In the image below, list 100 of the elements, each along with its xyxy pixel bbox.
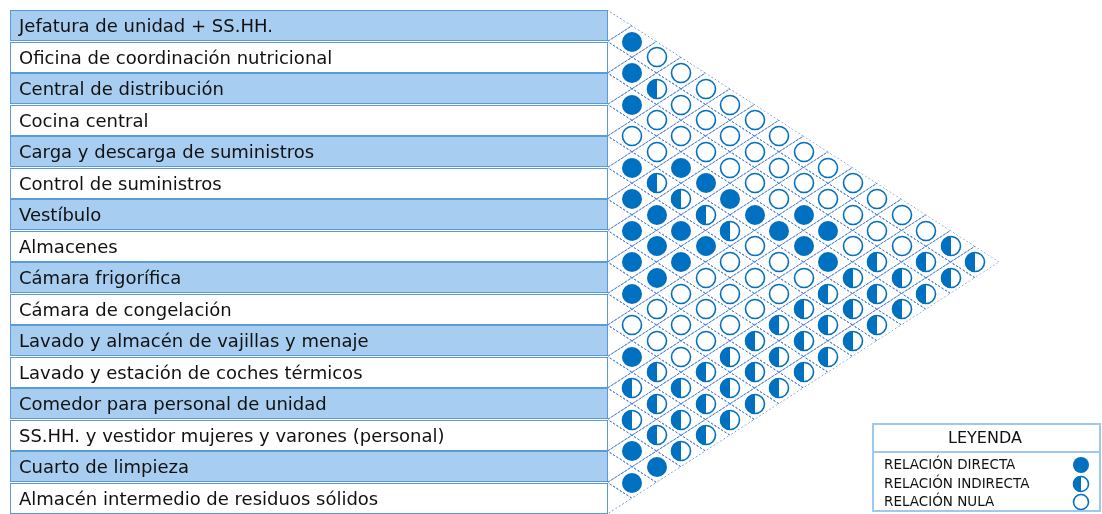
space-name-row: Lavado y almacén de vajillas y menaje: [10, 325, 608, 356]
full-circle-icon: [670, 251, 692, 273]
half-circle-icon: [694, 424, 717, 447]
full-circle-icon: [621, 282, 643, 305]
empty-circle-icon: [719, 282, 741, 305]
full-circle-icon: [621, 345, 643, 368]
empty-circle-icon: [694, 77, 717, 100]
half-circle-icon: [817, 314, 839, 336]
empty-circle-icon: [743, 235, 766, 258]
empty-circle-icon: [694, 329, 717, 352]
half-circle-icon: [841, 298, 864, 321]
space-name-row: Cocina central: [10, 104, 608, 136]
empty-circle-icon: [817, 188, 839, 210]
half-circle-icon: [939, 266, 962, 289]
empty-circle-icon: [817, 156, 839, 179]
half-circle-icon: [645, 172, 668, 195]
space-name-row: Carga y descarga de suministros: [10, 136, 608, 167]
full-circle-icon: [621, 188, 643, 210]
half-circle-icon: [719, 219, 741, 242]
full-circle-icon: [621, 251, 643, 273]
full-circle-icon: [817, 219, 839, 242]
full-circle-icon: [792, 235, 815, 258]
space-name-row: Cámara de congelación: [10, 293, 608, 325]
full-circle-icon: [621, 471, 643, 494]
empty-circle-icon: [743, 109, 766, 132]
empty-circle-icon: [694, 140, 717, 163]
empty-circle-icon: [670, 62, 692, 84]
empty-circle-icon: [645, 109, 668, 132]
space-name-row: Jefatura de unidad + SS.HH.: [10, 10, 608, 41]
empty-circle-icon: [645, 298, 668, 321]
legend-text: RELACIÓN INDIRECTA: [884, 474, 1030, 491]
half-circle-icon: [694, 361, 717, 384]
half-circle-icon: [890, 298, 913, 321]
empty-circle-icon: [768, 251, 790, 273]
full-circle-icon: [621, 93, 643, 116]
empty-circle-icon: [841, 172, 864, 195]
full-circle-icon: [621, 219, 643, 242]
empty-circle-icon: [866, 219, 888, 242]
space-name-row: Comedor para personal de unidad: [10, 388, 608, 419]
empty-circle-icon: [768, 188, 790, 210]
empty-circle-icon: [719, 125, 741, 147]
full-circle-icon: [670, 219, 692, 242]
full-circle-icon: [768, 219, 790, 242]
full-circle-icon: [621, 156, 643, 179]
empty-circle-icon: [768, 282, 790, 305]
empty-circle-icon: [719, 93, 741, 116]
full-circle-icon: [645, 235, 668, 258]
half-circle-icon: [719, 408, 741, 431]
empty-circle-icon: [719, 251, 741, 273]
half-circle-icon: [645, 392, 668, 415]
space-name-row: Oficina de coordinación nutricional: [10, 41, 608, 73]
space-name-row: Lavado y estación de coches térmicos: [10, 356, 608, 388]
full-circle-icon: [645, 203, 668, 226]
half-circle-icon: [694, 203, 717, 226]
full-circle-icon: [621, 62, 643, 84]
half-circle-icon: [915, 282, 937, 305]
empty-circle-icon: [694, 266, 717, 289]
empty-circle-icon: [768, 156, 790, 179]
half-circle-icon: [645, 361, 668, 384]
half-circle-icon: [866, 314, 888, 336]
empty-circle-icon: [866, 188, 888, 210]
space-name-row: SS.HH. y vestidor mujeres y varones (personal): [10, 419, 608, 451]
legend-text: RELACIÓN NULA: [884, 493, 995, 509]
empty-circle-icon: [694, 298, 717, 321]
full-circle-icon: [694, 172, 717, 195]
empty-circle-icon: [670, 93, 692, 116]
half-circle-icon: [915, 251, 937, 273]
empty-circle-icon: [645, 329, 668, 352]
half-circle-icon: [841, 266, 864, 289]
empty-circle-icon: [743, 298, 766, 321]
empty-circle-icon: [768, 125, 790, 147]
half-circle-icon: [866, 282, 888, 305]
half-circle-icon: [792, 298, 815, 321]
half-circle-icon: [670, 188, 692, 210]
half-circle-icon: [792, 329, 815, 352]
empty-circle-icon: [670, 345, 692, 368]
half-circle-icon: [841, 329, 864, 352]
half-circle-icon: [890, 266, 913, 289]
empty-circle-icon: [719, 314, 741, 336]
half-circle-icon: [645, 424, 668, 447]
space-name-row: Vestíbulo: [10, 199, 608, 230]
full-circle-icon: [719, 188, 741, 210]
full-circle-icon: [670, 156, 692, 179]
empty-circle-icon: [743, 172, 766, 195]
full-circle-icon: [743, 203, 766, 226]
space-name-row: Cámara frigorífica: [10, 262, 608, 293]
half-circle-icon: [694, 392, 717, 415]
full-circle-icon: [792, 203, 815, 226]
half-circle-icon: [768, 345, 790, 368]
full-circle-icon: [645, 455, 668, 478]
empty-circle-icon: [890, 235, 913, 258]
half-circle-icon: [743, 361, 766, 384]
empty-circle-icon: [645, 46, 668, 69]
full-circle-icon: [817, 251, 839, 273]
empty-circle-icon: [670, 282, 692, 305]
half-circle-icon: [964, 251, 986, 273]
half-circle-icon: [817, 282, 839, 305]
space-name-row: Cuarto de limpieza: [10, 451, 608, 482]
space-name-row: Almacenes: [10, 230, 608, 262]
half-circle-icon: [645, 77, 668, 100]
